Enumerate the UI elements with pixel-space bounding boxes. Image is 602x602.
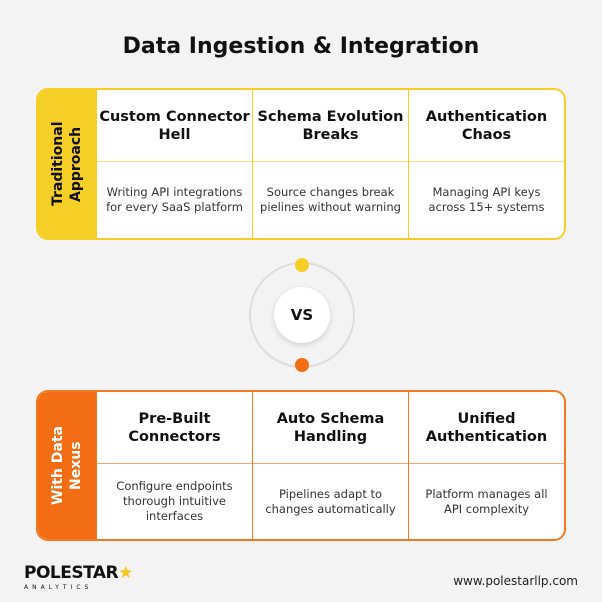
traditional-label: Traditional Approach bbox=[38, 90, 96, 238]
column-description: Managing API keys across 15+ systems bbox=[428, 185, 545, 214]
nexus-label: With Data Nexus bbox=[38, 392, 96, 539]
website-url: www.polestarllp.com bbox=[453, 574, 578, 588]
orange-dot bbox=[295, 358, 309, 372]
page-title: Data Ingestion & Integration bbox=[122, 34, 480, 59]
nexus-label-text: With Data Nexus bbox=[50, 426, 84, 505]
column-description: Pipelines adapt to changes automatically bbox=[265, 486, 396, 516]
vs-badge: VS bbox=[274, 287, 330, 343]
column-heading: Pre-Built Connectors bbox=[97, 392, 252, 464]
column-heading: Schema Evolution Breaks bbox=[253, 90, 408, 162]
traditional-label-text: Traditional Approach bbox=[50, 121, 84, 207]
column-description: Platform manages all API complexity bbox=[425, 486, 548, 516]
column-heading: Custom Connector Hell bbox=[97, 90, 252, 162]
star-icon: ★ bbox=[118, 563, 133, 583]
column-heading: Authentication Chaos bbox=[409, 90, 564, 162]
column-description: Configure endpoints thorough intuitive i… bbox=[116, 479, 233, 523]
column-heading: Unified Authentication bbox=[409, 392, 564, 464]
column-description: Source changes break pielines without wa… bbox=[260, 185, 401, 214]
logo-text: POLESTAR bbox=[24, 563, 119, 583]
column-description: Writing API integrations for every SaaS … bbox=[106, 185, 243, 214]
logo-subtext: ANALYTICS bbox=[24, 584, 93, 591]
traditional-approach-panel: Traditional Approach Custom Connector He… bbox=[36, 88, 566, 240]
polestar-logo: POLESTAR★ ANALYTICS bbox=[24, 564, 133, 592]
column-heading: Auto Schema Handling bbox=[253, 392, 408, 464]
yellow-dot bbox=[295, 258, 309, 272]
